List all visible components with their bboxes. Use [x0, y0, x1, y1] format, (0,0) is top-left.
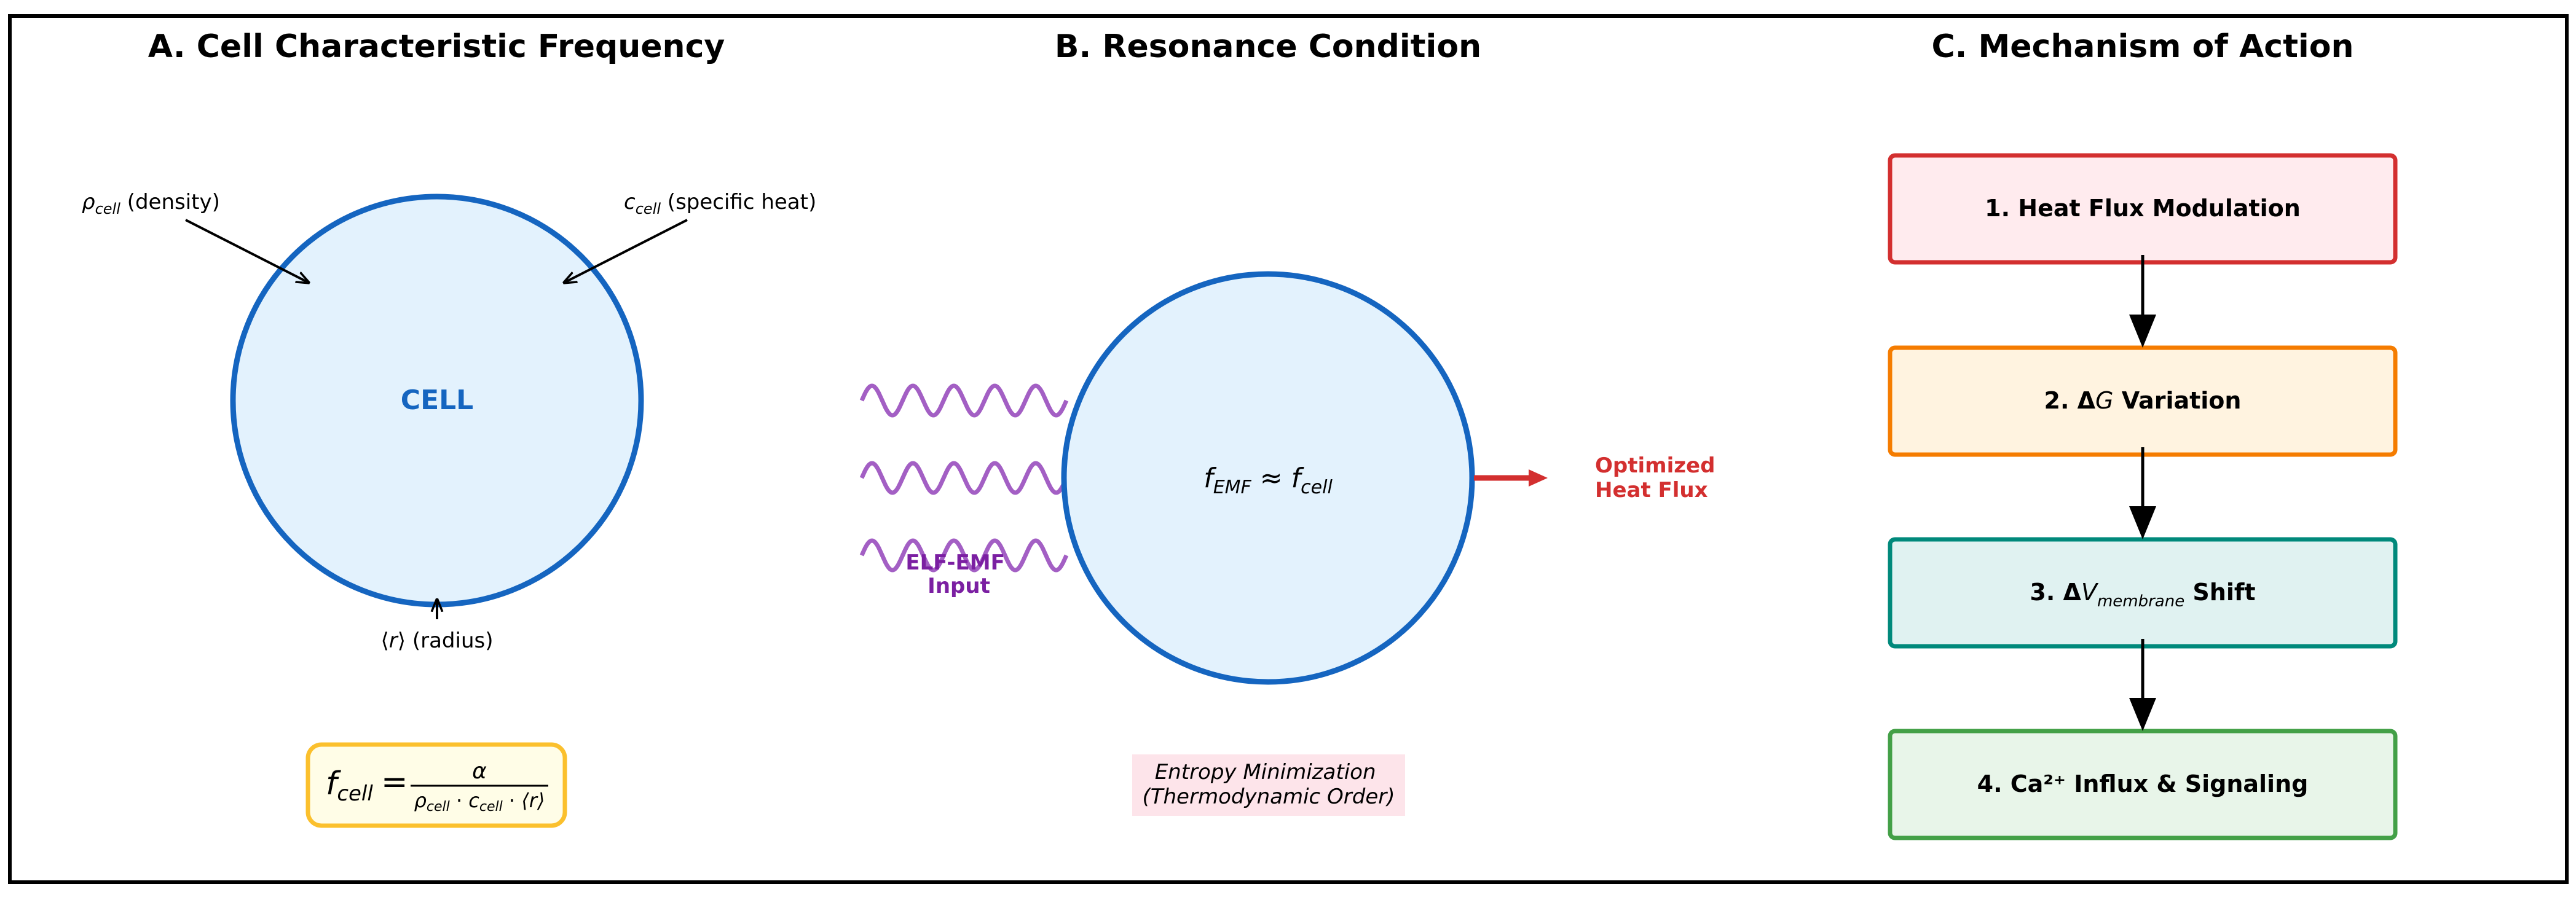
svg-text:ρcell · ccell · ⟨r⟩: ρcell · ccell · ⟨r⟩ [414, 789, 545, 815]
emf-wave-2 [859, 461, 1069, 495]
step-3-label: 3. ΔVmembrane Shift [2030, 579, 2255, 611]
step-2-label: 2. ΔG Variation [2044, 387, 2242, 414]
panel-b-title: B. Resonance Condition [1055, 28, 1481, 65]
emf-wave-1 [859, 383, 1069, 418]
cell-frequency-formula: fcell = α ρcell · ccell · ⟨r⟩ [326, 759, 548, 815]
optimized-heat-flux-label: Optimized Heat Flux [1595, 453, 1722, 503]
emf-wave-3 [859, 538, 1069, 573]
specific-heat-label: ccell (specific heat) [624, 190, 816, 217]
step-4-label: 4. Ca²⁺ Influx & Signaling [1977, 770, 2309, 797]
elf-emf-input-label: ELF-EMF Input [905, 550, 1012, 598]
density-arrow [185, 219, 309, 283]
svg-text:fcell: fcell [326, 765, 373, 806]
step-flow-arrows [2129, 255, 2156, 731]
entropy-box [1132, 754, 1405, 816]
arrowhead-step3-to-step4 [2129, 698, 2156, 731]
panel-a-title: A. Cell Characteristic Frequency [148, 28, 725, 65]
step-1-label: 1. Heat Flux Modulation [1985, 195, 2301, 222]
specific-heat-arrow [564, 219, 688, 283]
svg-text:α: α [472, 759, 487, 784]
svg-text:=: = [381, 764, 408, 800]
resonant-cell-circle [1061, 271, 1475, 685]
arrowhead-step1-to-step2 [2129, 315, 2156, 348]
figure-frame [8, 14, 2569, 884]
density-label: ρcell (density) [82, 190, 220, 217]
arrowhead-step2-to-step3 [2129, 506, 2156, 539]
panel-c-title: C. Mechanism of Action [1932, 28, 2354, 65]
radius-label: ⟨r⟩ (radius) [381, 628, 494, 653]
entropy-label: Entropy Minimization (Thermodynamic Orde… [1142, 760, 1395, 809]
heat-flux-output-arrowhead [1529, 469, 1548, 487]
cell-label: CELL [401, 385, 473, 416]
